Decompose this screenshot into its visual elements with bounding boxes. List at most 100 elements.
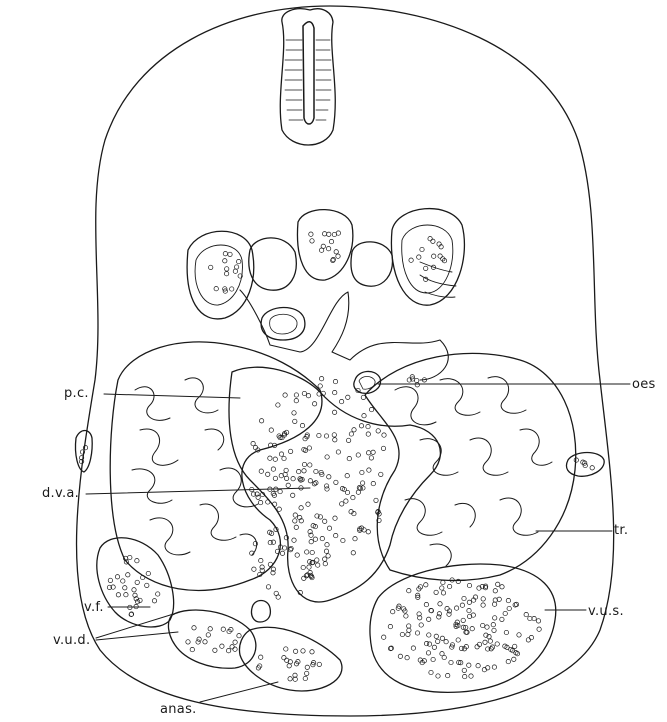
- cell-dot: [360, 481, 364, 485]
- cell-dot: [317, 662, 321, 666]
- cell-dot: [506, 659, 510, 663]
- cell-dot: [469, 674, 473, 678]
- cell-dot: [293, 519, 297, 523]
- cell-dot: [424, 583, 428, 587]
- cell-dot: [258, 500, 262, 504]
- cell-dot: [405, 656, 409, 660]
- cell-dot: [266, 585, 270, 589]
- cell-dot: [332, 410, 336, 414]
- cell-dot: [251, 441, 255, 445]
- cell-dot: [352, 428, 356, 432]
- cell-dot: [415, 378, 419, 382]
- cell-dot: [197, 637, 201, 641]
- cell-dot: [486, 666, 490, 670]
- cell-dot: [301, 649, 305, 653]
- vus-lobe: [370, 564, 556, 692]
- cell-dot: [446, 673, 450, 677]
- cell-dot: [233, 640, 237, 644]
- cell-dot: [417, 255, 421, 259]
- cell-dot: [291, 493, 295, 497]
- cell-dot: [327, 475, 331, 479]
- cell-dot: [462, 596, 466, 600]
- cell-dot: [344, 499, 348, 503]
- pharyngeal-region: [110, 342, 576, 590]
- cell-dot: [282, 456, 286, 460]
- leader-lines: [86, 384, 630, 702]
- cell-dot: [461, 618, 465, 622]
- vessel-ring: [251, 601, 270, 623]
- cell-dot: [382, 635, 386, 639]
- cell-dot: [268, 562, 272, 566]
- cell-dot: [345, 490, 349, 494]
- cell-dot: [292, 538, 296, 542]
- cell-dot: [333, 390, 337, 394]
- cell-dot: [291, 477, 295, 481]
- cell-dot: [302, 576, 306, 580]
- cell-dot: [381, 446, 385, 450]
- cell-dot: [115, 575, 119, 579]
- cell-dot: [302, 391, 306, 395]
- label-vud: v.u.d.: [53, 633, 90, 648]
- cell-dot: [321, 244, 325, 248]
- cell-dot: [493, 616, 497, 620]
- cell-dot: [333, 438, 337, 442]
- cell-dot: [323, 519, 327, 523]
- cell-dot: [302, 447, 306, 451]
- cell-dot: [316, 563, 320, 567]
- cell-dot: [481, 603, 485, 607]
- cell-dot: [532, 616, 536, 620]
- cell-dot: [326, 247, 330, 251]
- cell-dot: [437, 615, 441, 619]
- cell-dot: [332, 433, 336, 437]
- cell-dot: [310, 650, 314, 654]
- right-small-vessel: [566, 453, 604, 477]
- cell-dot: [283, 393, 287, 397]
- cell-dot: [308, 479, 312, 483]
- cell-dot: [282, 656, 286, 660]
- cell-dot: [424, 266, 428, 270]
- cell-dot: [317, 433, 321, 437]
- label-pc: p.c.: [64, 386, 89, 401]
- cell-dot: [124, 593, 128, 597]
- cell-dot: [305, 550, 309, 554]
- cell-dot: [369, 456, 373, 460]
- cell-dot: [481, 597, 485, 601]
- cell-dot: [288, 449, 292, 453]
- cell-dot: [288, 677, 292, 681]
- cell-dot: [459, 646, 463, 650]
- cell-dot: [427, 633, 431, 637]
- cell-dot: [467, 583, 471, 587]
- cell-dot: [485, 625, 489, 629]
- cell-dot: [500, 617, 504, 621]
- cell-dot: [388, 624, 392, 628]
- cell-dot: [259, 655, 263, 659]
- cell-dot: [237, 259, 241, 263]
- cell-dot: [441, 591, 445, 595]
- cell-dot: [512, 657, 516, 661]
- cell-dot: [333, 516, 337, 520]
- cell-dot: [308, 463, 312, 467]
- cell-dot: [286, 483, 290, 487]
- label-oes: oes: [632, 377, 656, 392]
- cell-dot: [495, 642, 499, 646]
- cell-dot: [327, 526, 331, 530]
- cell-dot: [482, 668, 486, 672]
- cell-dot: [277, 507, 281, 511]
- cell-dot: [447, 584, 451, 588]
- cell-dot: [526, 638, 530, 642]
- cell-dot: [196, 640, 200, 644]
- cell-dot: [424, 602, 428, 606]
- cell-dot: [463, 674, 467, 678]
- cell-dot: [294, 393, 298, 397]
- cell-dot: [496, 582, 500, 586]
- cell-dot: [259, 469, 263, 473]
- cell-dot: [371, 450, 375, 454]
- cell-dot: [431, 239, 435, 243]
- label-anas: anas.: [160, 702, 197, 717]
- cell-dot: [493, 589, 497, 593]
- cell-dot: [108, 578, 112, 582]
- cell-dot: [121, 579, 125, 583]
- oesophagus: [354, 371, 381, 393]
- cell-dot: [500, 585, 504, 589]
